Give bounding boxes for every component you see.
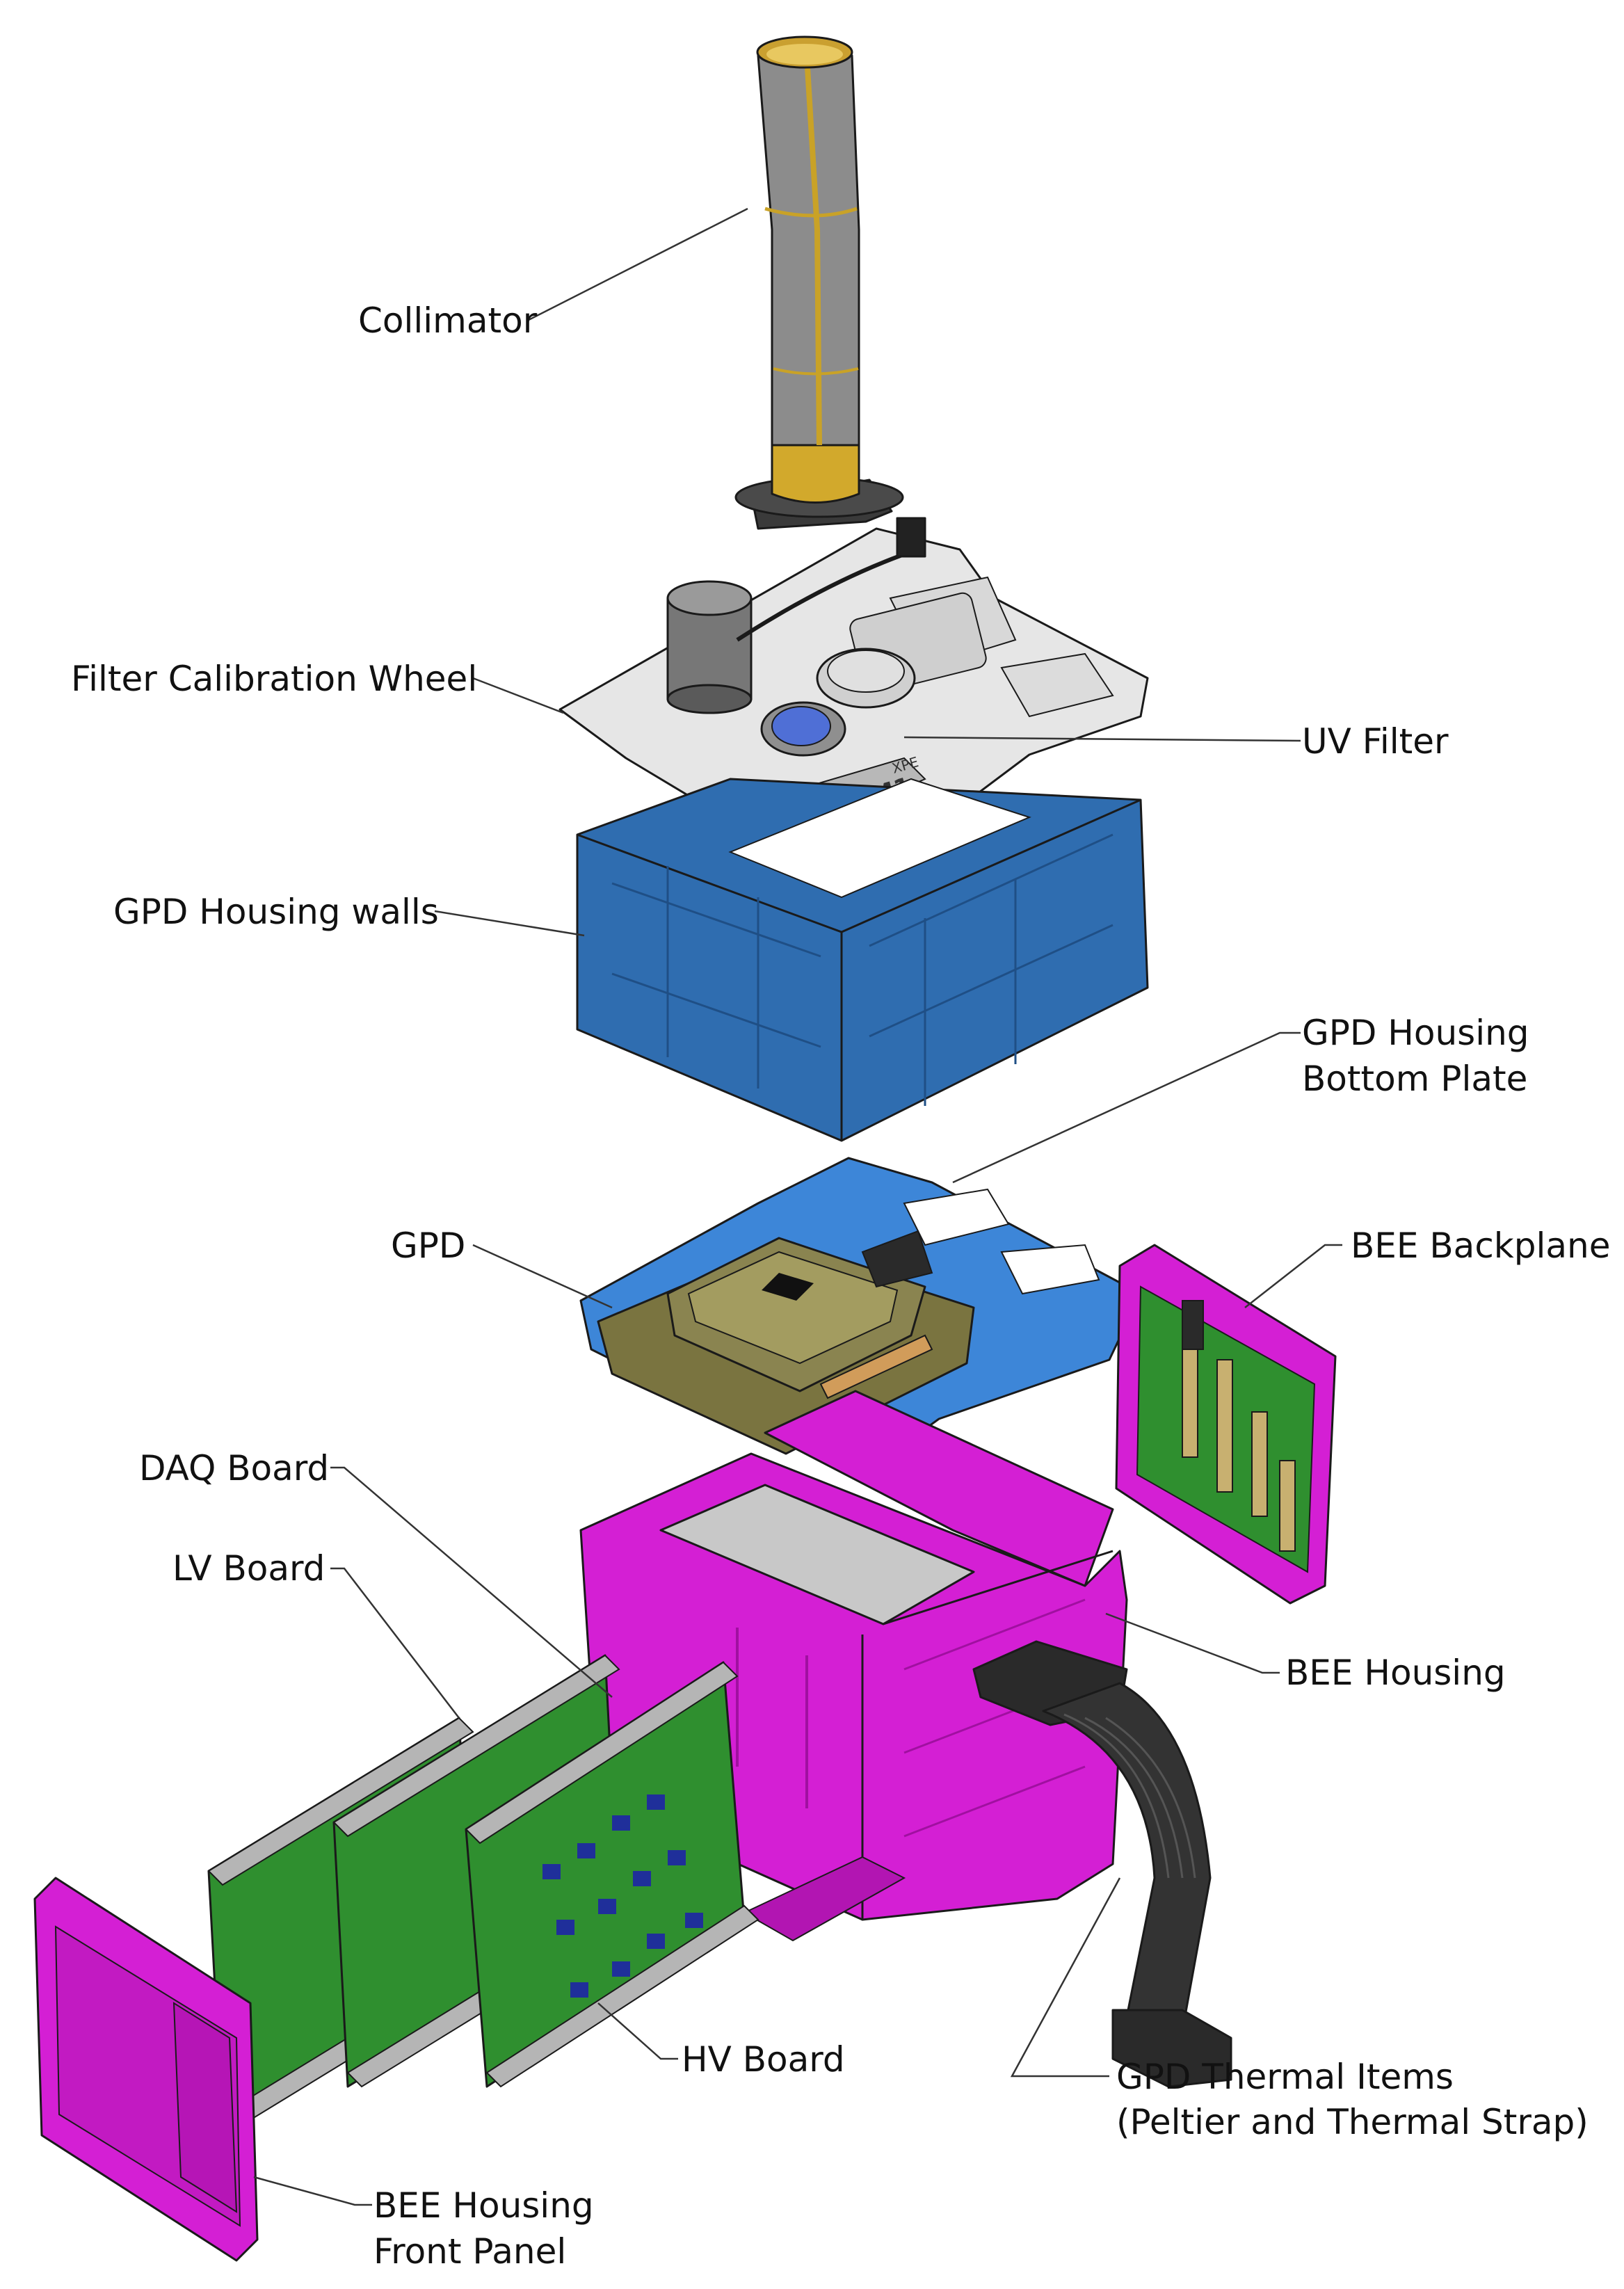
label-gpd-housing-bottom-plate-line2: Bottom Plate	[1302, 1059, 1527, 1099]
bee-backplane-part	[1115, 1244, 1337, 1605]
label-gpd: GPD	[391, 1226, 465, 1266]
label-gpd-thermal-items-line1: GPD Thermal Items	[1116, 2057, 1454, 2097]
label-bee-housing-front-panel-line2: Front Panel	[373, 2231, 566, 2272]
part-labels: Collimator Filter Calibration Wheel UV F…	[71, 300, 1611, 2272]
label-bee-housing-front-panel-line1: BEE Housing	[373, 2185, 594, 2226]
hv-board-part	[465, 1661, 759, 2088]
label-bee-housing: BEE Housing	[1285, 1653, 1506, 1693]
leader-lines	[253, 207, 1342, 2206]
label-filter-calibration-wheel: Filter Calibration Wheel	[71, 659, 477, 699]
bee-housing-front-panel-part	[33, 1877, 259, 2262]
label-gpd-housing-bottom-plate-line1: GPD Housing	[1302, 1013, 1529, 1053]
label-bee-backplane: BEE Backplane	[1351, 1226, 1611, 1266]
label-lv-board: LV Board	[172, 1548, 325, 1589]
label-gpd-housing-walls: GPD Housing walls	[113, 892, 439, 932]
gpd-housing-walls-part	[576, 778, 1149, 1142]
collimator-part	[734, 35, 904, 530]
label-daq-board: DAQ Board	[139, 1448, 329, 1488]
label-uv-filter: UV Filter	[1302, 721, 1449, 762]
label-gpd-thermal-items-line2: (Peltier and Thermal Strap)	[1116, 2102, 1589, 2142]
gpd-thermal-items-part	[972, 1640, 1232, 2088]
label-collimator: Collimator	[358, 300, 538, 341]
label-hv-board: HV Board	[682, 2039, 845, 2080]
